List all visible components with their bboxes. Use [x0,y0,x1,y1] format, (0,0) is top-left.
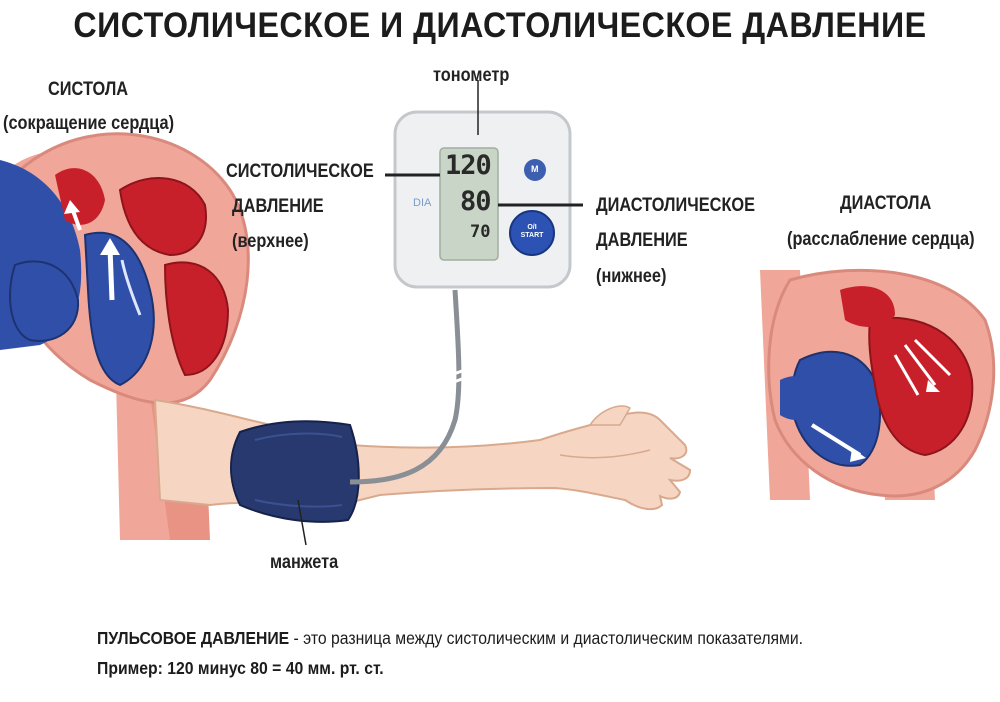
start-button-line2: START [520,232,544,239]
systolic-readout: 120 [445,150,492,181]
tonometer-device [385,80,583,289]
start-button: O/I START [510,224,554,240]
dia-tag: DIA [413,197,432,209]
pulse-pressure-definition: ПУЛЬСОВОЕ ДАВЛЕНИЕ - это разница между с… [97,623,803,653]
pulse-pressure-term: ПУЛЬСОВОЕ ДАВЛЕНИЕ [97,628,290,648]
systolic-label-line2: ДАВЛЕНИЕ [232,196,324,217]
systole-heading: СИСТОЛА [48,79,129,100]
memory-button: M [531,164,539,174]
pulse-pressure-example: Пример: 120 минус 80 = 40 мм. рт. ст. [97,658,384,678]
diastolic-readout: 80 [460,186,492,217]
tonometer-label: тонометр [433,65,510,86]
diastole-heart-illustration [760,268,996,500]
pulse-readout: 70 [470,222,491,242]
systole-heart-illustration [0,132,250,540]
diastole-subtitle: (расслабление сердца) [787,229,975,250]
diastole-heading: ДИАСТОЛА [840,193,932,214]
systolic-label-line3: (верхнее) [232,231,309,252]
systole-subtitle: (сокращение сердца) [3,113,175,134]
page-title: СИСТОЛИЧЕСКОЕ И ДИАСТОЛИЧЕСКОЕ ДАВЛЕНИЕ [73,6,927,45]
diastolic-label-line1: ДИАСТОЛИЧЕСКОЕ [596,195,756,216]
cuff-label: манжета [270,552,339,573]
footer-note: ПУЛЬСОВОЕ ДАВЛЕНИЕ - это разница между с… [97,623,803,683]
start-button-line1: O/I [527,224,537,231]
diastolic-label-line3: (нижнее) [596,266,667,287]
arm-illustration [153,289,692,546]
pulse-pressure-text: - это разница между систолическим и диас… [289,628,804,648]
systolic-label-line1: СИСТОЛИЧЕСКОЕ [226,161,374,182]
diastolic-label-line2: ДАВЛЕНИЕ [596,230,688,251]
